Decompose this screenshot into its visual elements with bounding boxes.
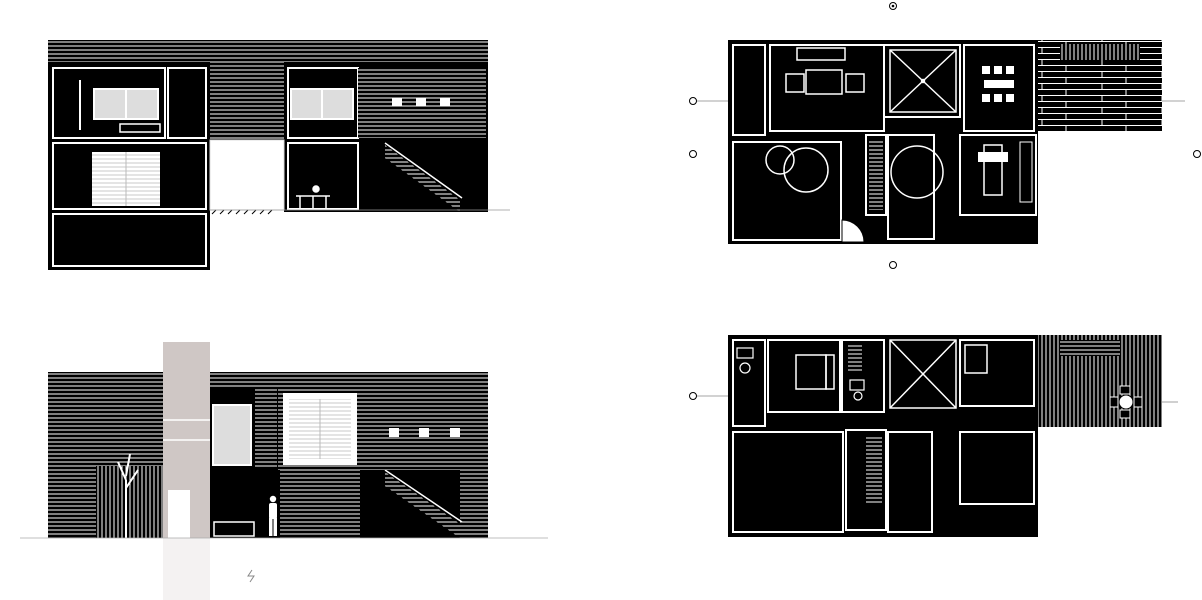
dining-set-icon [982,66,1014,102]
section-left-rooms [52,67,207,267]
dining-set-icon [296,185,330,208]
uf-room-lines [732,339,1035,533]
section-drawing [48,40,510,270]
gf-room-lines [732,44,1037,241]
section-courtyard-void [209,139,285,211]
ground-floor-plan [689,2,1201,269]
upper-floor-plan [689,335,1178,537]
gf-circles [765,145,944,199]
tree-icon [117,453,139,538]
elevation-drawing [20,342,548,600]
gf-courtyard-void [889,49,957,113]
elevation-roof [48,372,488,388]
human-figure-icon [269,495,277,536]
bed-icon [795,344,988,390]
section-marker-icon [689,392,1178,403]
stair-icon [384,142,463,212]
sofa-icon [785,47,865,95]
stair-icon [866,435,882,503]
north-arrow-icon [889,2,897,10]
dining-set-icon [1109,385,1143,419]
section-louvers [210,40,284,140]
stair-icon [869,140,883,210]
stair-icon [384,469,463,538]
elevation-fence [96,466,163,538]
uf-courtyard-void [889,339,957,409]
section-marker-icon [689,97,1201,269]
